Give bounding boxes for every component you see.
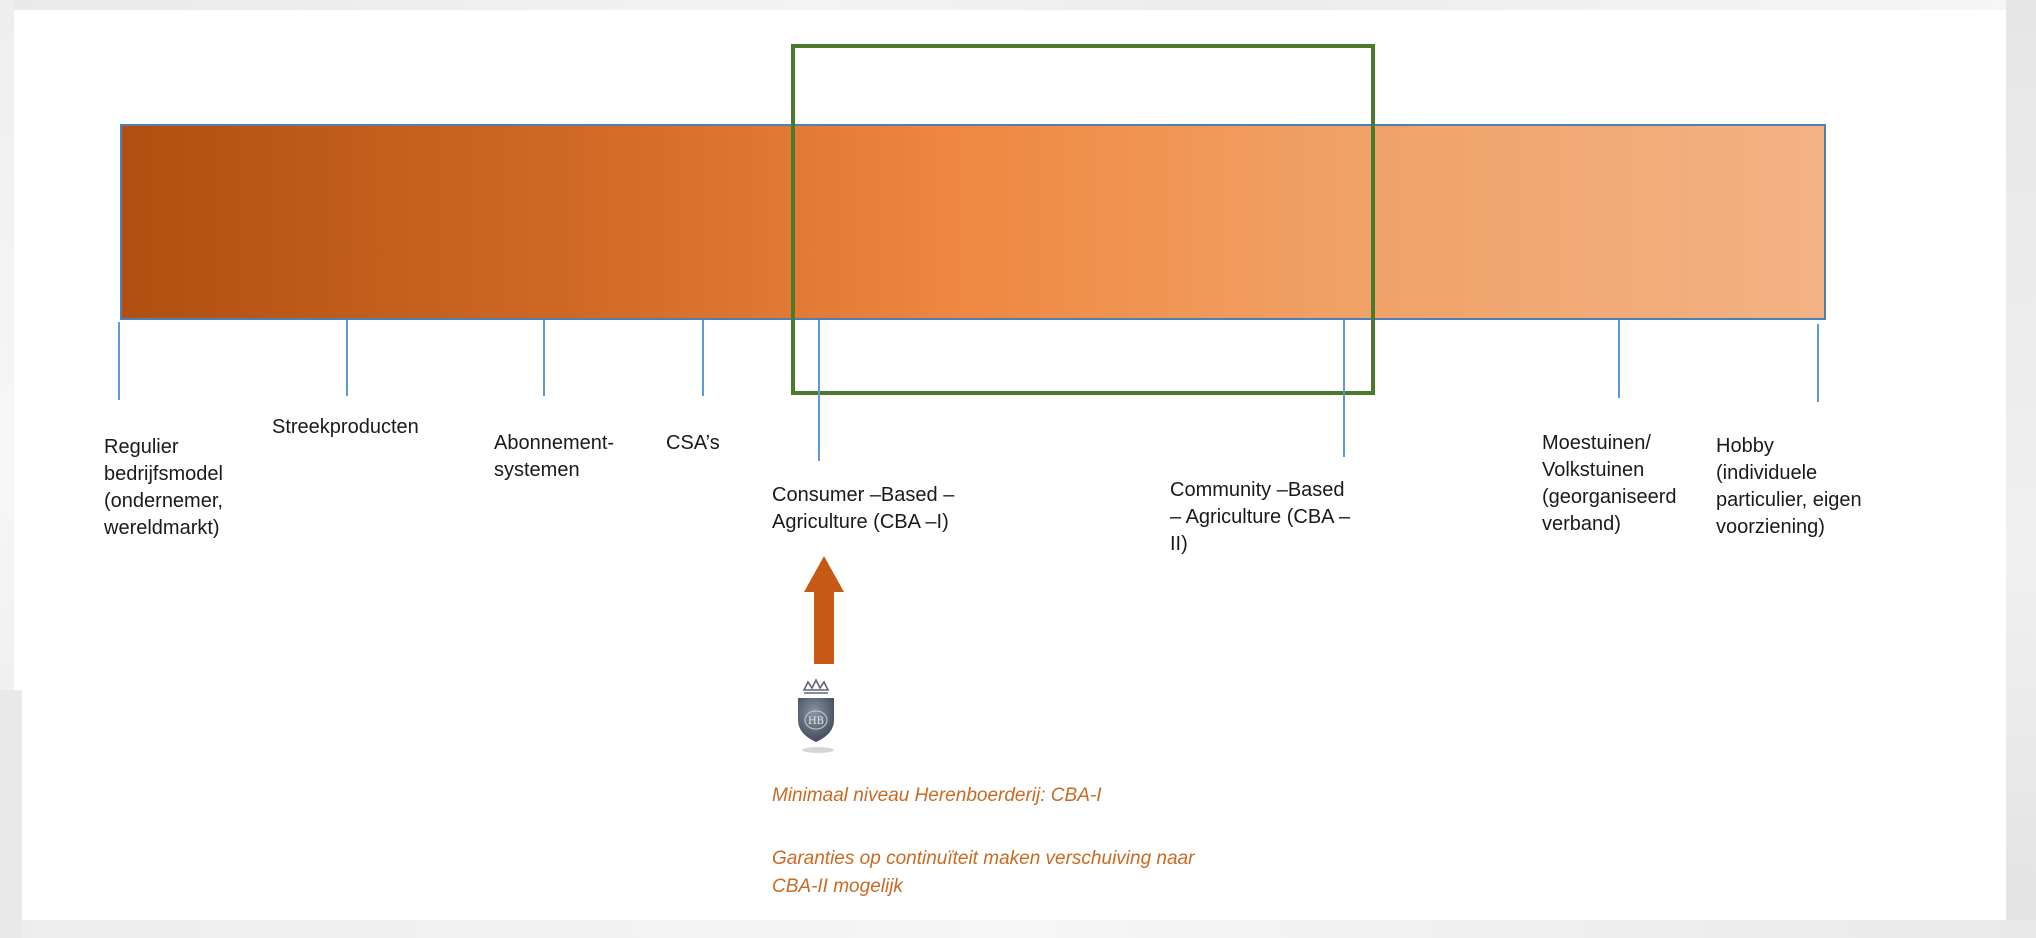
herenboeren-logo-icon: HB bbox=[798, 678, 834, 753]
background-left-shade bbox=[0, 690, 22, 938]
label-cba1: Consumer –Based – Agriculture (CBA –I) bbox=[772, 484, 955, 533]
logo-text: HB bbox=[808, 716, 824, 727]
label-csa: CSA’s bbox=[666, 432, 720, 454]
label-regulier: Regulier bedrijfsmodel (ondernemer, were… bbox=[104, 436, 223, 539]
tick-abonnement bbox=[543, 320, 545, 396]
tick-cba2 bbox=[1343, 320, 1345, 457]
tick-cba1 bbox=[818, 320, 820, 461]
note-minimaal-niveau: Minimaal niveau Herenboerderij: CBA-I bbox=[772, 785, 1102, 806]
label-moestuinen: Moestuinen/ Volkstuinen (georganiseerd v… bbox=[1542, 432, 1677, 535]
tick-moestuinen bbox=[1618, 320, 1620, 398]
label-cba2: Community –Based – Agriculture (CBA – II… bbox=[1170, 479, 1351, 555]
tick-streekproducten bbox=[346, 320, 348, 396]
label-streekproducten: Streekproducten bbox=[272, 416, 419, 438]
background-right-band bbox=[2006, 0, 2036, 938]
background-top-band bbox=[0, 0, 2036, 10]
tick-regulier bbox=[118, 322, 120, 400]
label-abonnement: Abonnement- systemen bbox=[494, 432, 615, 481]
spectrum-gradient-bar bbox=[120, 124, 1826, 320]
label-hobby: Hobby (individuele particulier, eigen vo… bbox=[1716, 435, 1862, 538]
tick-hobby bbox=[1817, 324, 1819, 402]
cba-focus-frame bbox=[791, 44, 1375, 395]
tick-csa bbox=[702, 320, 704, 396]
note-garanties: Garanties op continuïteit maken verschui… bbox=[772, 848, 1195, 897]
up-arrow-head-icon bbox=[804, 556, 844, 592]
up-arrow-shaft bbox=[814, 590, 834, 664]
background-bottom-band bbox=[0, 920, 2036, 938]
